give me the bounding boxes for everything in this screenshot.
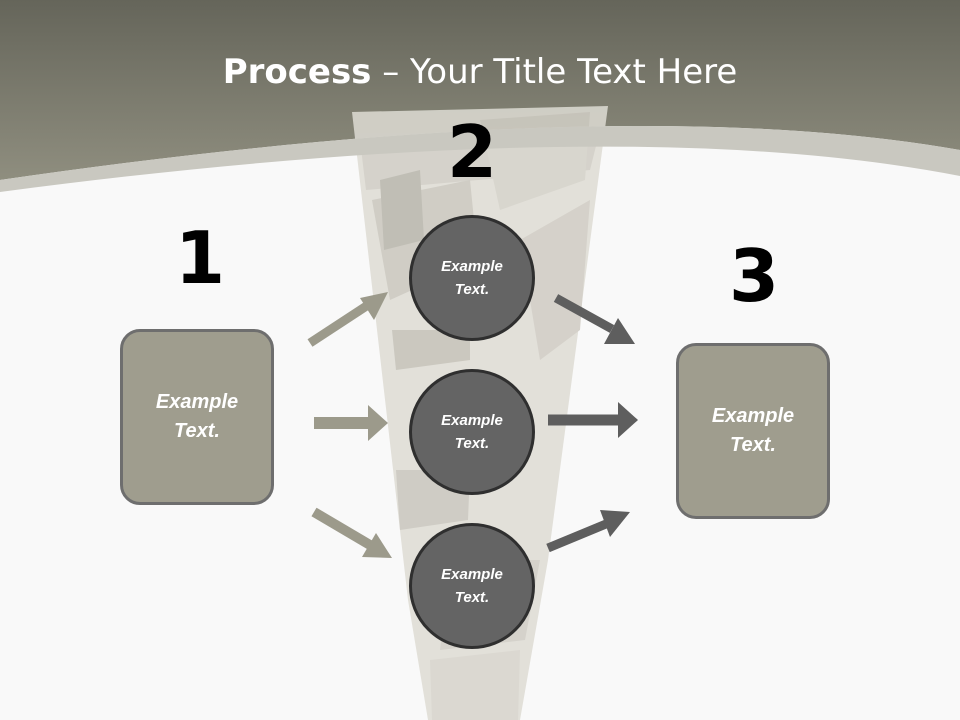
step-2-number: 2	[446, 110, 498, 194]
step-3-box: Example Text.	[676, 343, 830, 519]
arrow-to-circle-2	[314, 405, 388, 441]
step-3-number: 3	[728, 234, 780, 318]
step-2-circle-2-text: Example Text.	[441, 412, 503, 452]
slide-title: Process – Your Title Text Here	[0, 52, 960, 92]
step-2-circle-1: Example Text.	[409, 215, 535, 341]
arrow-from-circle-1	[553, 294, 635, 344]
arrow-to-circle-1	[307, 292, 388, 347]
title-rest: – Your Title Text Here	[371, 52, 738, 92]
step-2-circle-3-text: Example Text.	[441, 566, 503, 606]
step-2-circle-1-text: Example Text.	[441, 258, 503, 298]
step-2-circle-2: Example Text.	[409, 369, 535, 495]
step-1-text: Example Text.	[155, 391, 239, 442]
step-2-circle-3: Example Text.	[409, 523, 535, 649]
step-1-box: Example Text.	[120, 329, 274, 505]
header-curve	[0, 126, 960, 192]
arrow-from-circle-3	[546, 510, 630, 553]
arrow-from-circle-2	[548, 402, 638, 438]
arrow-to-circle-3	[311, 507, 392, 558]
step-1-number: 1	[174, 216, 226, 300]
header-band	[0, 0, 960, 180]
title-bold: Process	[222, 52, 372, 92]
step-3-text: Example Text.	[711, 405, 795, 456]
